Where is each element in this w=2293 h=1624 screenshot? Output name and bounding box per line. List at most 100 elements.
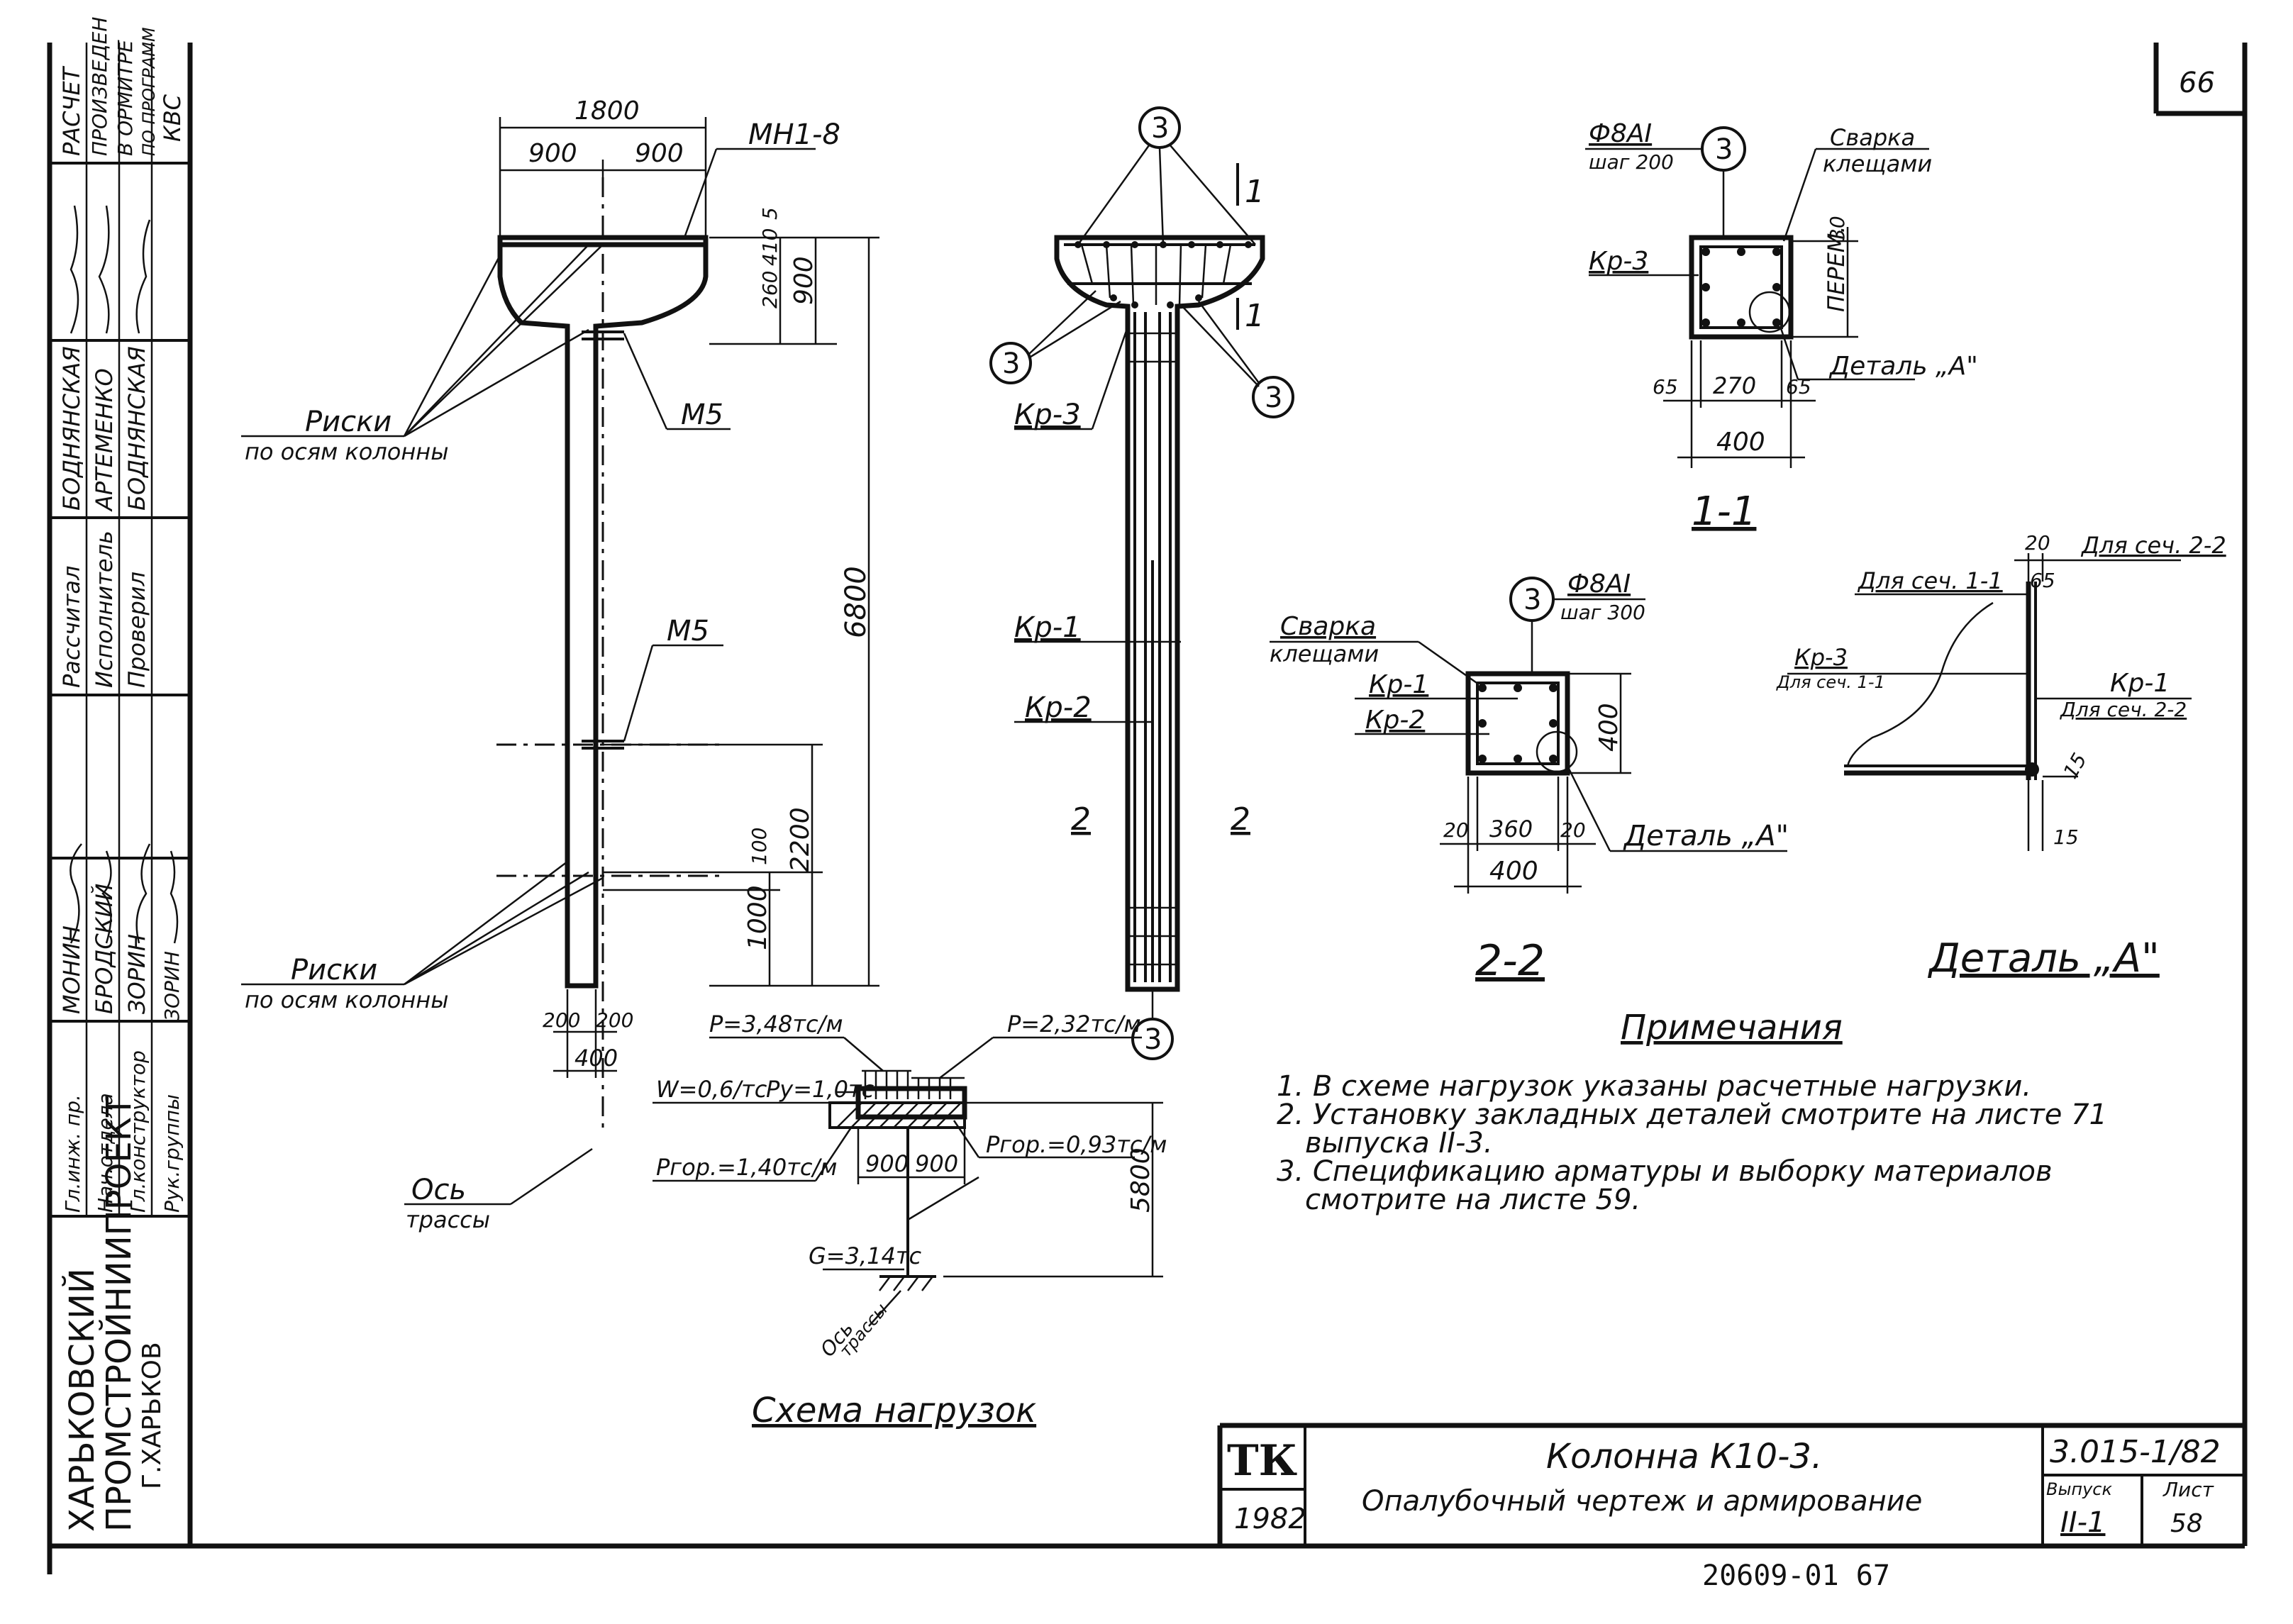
callout-3-left: 3 xyxy=(1002,347,1020,380)
signature-2 xyxy=(101,850,112,944)
detail-dim-20: 20 xyxy=(2025,531,2050,555)
signature-5 xyxy=(70,205,79,334)
note-2b: выпуска II-3. xyxy=(1305,1127,1493,1159)
s22-weld-sub: клещами xyxy=(1270,640,1379,667)
note-3b: смотрите на листе 59. xyxy=(1305,1184,1640,1216)
tk-year: 1982 xyxy=(1234,1503,1306,1535)
notes-title: Примечания xyxy=(1621,1008,1843,1047)
label-track-axis: Ось xyxy=(411,1174,466,1206)
issue-value: II-1 xyxy=(2060,1506,2105,1539)
load-py: Py=1,0тс xyxy=(766,1076,875,1103)
position-0: Гл.инж. пр. xyxy=(61,1094,84,1213)
calc-note-1: ПРОИЗВЕДЕН xyxy=(88,17,111,156)
series-number: 3.015-1/82 xyxy=(2050,1434,2221,1470)
name-3: ЗОРИН xyxy=(160,951,184,1021)
s11-dim-400: 400 xyxy=(1716,428,1765,457)
s11-title: 1-1 xyxy=(1692,489,1756,535)
label-track-axis-sub: трассы xyxy=(406,1206,490,1233)
dim-1800: 1800 xyxy=(574,96,640,126)
name2-0: БОДНЯНСКАЯ xyxy=(58,346,85,511)
dim-900-vert: 900 xyxy=(789,256,818,305)
dim-260: 260 xyxy=(758,271,782,308)
section-2-left: 2 xyxy=(1071,801,1091,838)
dim-400: 400 xyxy=(574,1045,618,1072)
detail-dim-15-bottom: 15 xyxy=(2053,825,2079,849)
sheet-value: 58 xyxy=(2170,1509,2203,1538)
load-dim-900-right: 900 xyxy=(915,1150,958,1177)
archive-number: 20609-01 67 xyxy=(1702,1559,1890,1592)
s22-dim-360: 360 xyxy=(1489,816,1533,842)
dim-200-left: 200 xyxy=(543,1008,580,1032)
note-1: 1. В схеме нагрузок указаны расчетные на… xyxy=(1277,1070,2031,1103)
detail-kr1: Кр-1 xyxy=(2110,669,2170,698)
s22-weld-label: Сварка xyxy=(1280,612,1376,641)
label-risks-top-sub: по осям колонны xyxy=(245,438,448,465)
s11-dim-270: 270 xyxy=(1713,372,1756,399)
s22-dim-20-right: 20 xyxy=(1560,818,1586,842)
detail-a: 20 Для сеч. 2-2 Для сеч. 1-1 65 Кр-3 Для… xyxy=(1776,531,2226,981)
calc-note-2: В ОРМИТРЕ xyxy=(113,40,137,156)
load-dim-5800: 5800 xyxy=(1126,1147,1155,1213)
load-w: W=0,6/тс xyxy=(656,1076,767,1103)
s11-dim-30: 30 xyxy=(1826,216,1849,241)
callout-3-bottom: 3 xyxy=(1144,1023,1162,1056)
column-formwork-view: 1800 900 900 260 410 5 900 6800 100 1000… xyxy=(241,96,879,1233)
detail-kr3-sub: Для сеч. 1-1 xyxy=(1776,672,1885,692)
s11-weld-sub: клещами xyxy=(1823,150,1932,177)
s22-kr2: Кр-2 xyxy=(1365,706,1425,735)
label-kr1: Кр-1 xyxy=(1014,611,1081,644)
signature-3 xyxy=(135,843,151,944)
label-issue: Выпуск xyxy=(2046,1479,2113,1499)
s22-title: 2-2 xyxy=(1475,936,1545,986)
label-mn1-8: МН1-8 xyxy=(748,118,840,151)
sheet-number: 66 xyxy=(2179,67,2215,99)
section-1-top: 1 xyxy=(1245,174,1265,210)
s22-dim-20-left: 20 xyxy=(1443,818,1469,842)
column-reinforcement-view: 1 1 2 2 3 3 3 3 Кр-3 Кр-1 Кр-2 xyxy=(989,106,1294,1060)
s22-dim-400-vert: 400 xyxy=(1594,703,1623,752)
callout-3-right: 3 xyxy=(1265,382,1282,414)
note-3: 3. Спецификацию арматуры и выборку матер… xyxy=(1277,1155,2053,1188)
detail-dim-15-right: 15 xyxy=(2058,749,2091,782)
name-0: МОНИН xyxy=(58,925,85,1014)
detail-kr3: Кр-3 xyxy=(1794,644,1848,671)
drawing-title: Колонна К10-3. xyxy=(1546,1437,1822,1476)
position-2: Гл.конструктор xyxy=(126,1050,150,1213)
name-1: БРОДСКИЙ xyxy=(91,884,118,1014)
dim-2200: 2200 xyxy=(786,807,815,872)
s11-detail-a: Деталь „А" xyxy=(1828,352,1978,381)
load-dim-900-left: 900 xyxy=(865,1150,909,1177)
org-name-line1: ХАРЬКОВСКИЙ xyxy=(62,1268,102,1532)
s11-bar-step: шаг 200 xyxy=(1589,150,1674,174)
sheet-frame xyxy=(47,43,2248,1574)
s22-bar-dia: Ф8АI xyxy=(1567,569,1631,599)
dim-900-right: 900 xyxy=(635,139,684,168)
load-phor-left: Pгор.=1,40тс/м xyxy=(656,1154,837,1181)
label-risks-bottom-sub: по осям колонны xyxy=(245,986,448,1013)
signature-1 xyxy=(70,843,82,944)
label-m5-top: М5 xyxy=(681,399,723,431)
dim-900-left: 900 xyxy=(528,139,577,168)
load-g: G=3,14тс xyxy=(809,1242,922,1269)
role-0: Рассчитал xyxy=(58,566,85,689)
name2-1: АРТЕМЕНКО xyxy=(91,368,118,512)
callout-3-top: 3 xyxy=(1151,112,1169,145)
s11-dim-perem: ПЕРЕМ. xyxy=(1823,226,1850,312)
detail-kr1-sub: Для сеч. 2-2 xyxy=(2059,698,2187,721)
dim-100: 100 xyxy=(748,828,771,865)
label-kr3: Кр-3 xyxy=(1014,399,1081,431)
callout-3-s22: 3 xyxy=(1523,584,1541,616)
load-p-left: P=3,48тс/м xyxy=(709,1011,843,1038)
load-p-right: P=2,32тс/м xyxy=(1007,1011,1141,1038)
label-kr2: Кр-2 xyxy=(1025,691,1092,724)
load-scheme-title: Схема нагрузок xyxy=(752,1391,1036,1430)
section-2-2: 3 Ф8АI шаг 300 Сварка клещами Кр-1 Кр-2 … xyxy=(1270,569,1789,986)
detail-for-sec11: Для сеч. 1-1 xyxy=(1857,567,2003,594)
s11-dim-65-left: 65 xyxy=(1653,375,1678,399)
sheet-number-box: 66 xyxy=(2153,43,2245,116)
load-phor-right: Pгор.=0,93тс/м xyxy=(986,1131,1167,1158)
signature-4 xyxy=(170,850,179,944)
label-risks-bottom: Риски xyxy=(291,954,377,986)
section-2-right: 2 xyxy=(1231,801,1250,838)
